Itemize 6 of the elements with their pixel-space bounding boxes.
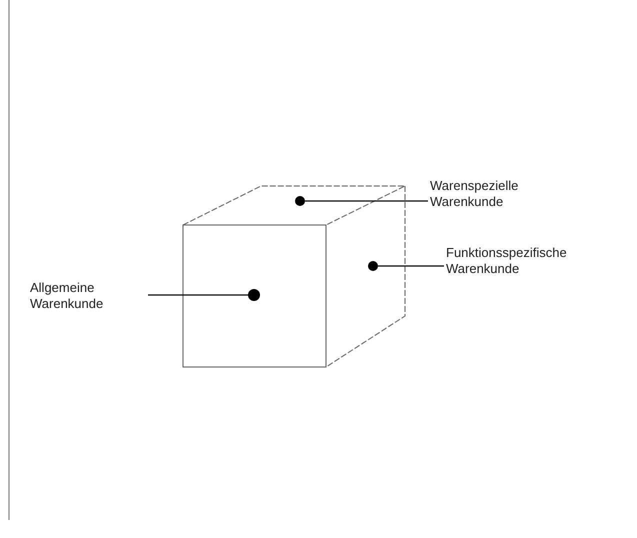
callout-label: Warenspezielle Warenkunde — [430, 178, 560, 210]
leader-line — [378, 265, 444, 267]
leader-line — [305, 200, 428, 202]
callout-label: Funktionsspezifische Warenkunde — [446, 245, 596, 277]
callout-label: Allgemeine Warenkunde — [30, 280, 146, 312]
leader-line — [148, 294, 248, 296]
